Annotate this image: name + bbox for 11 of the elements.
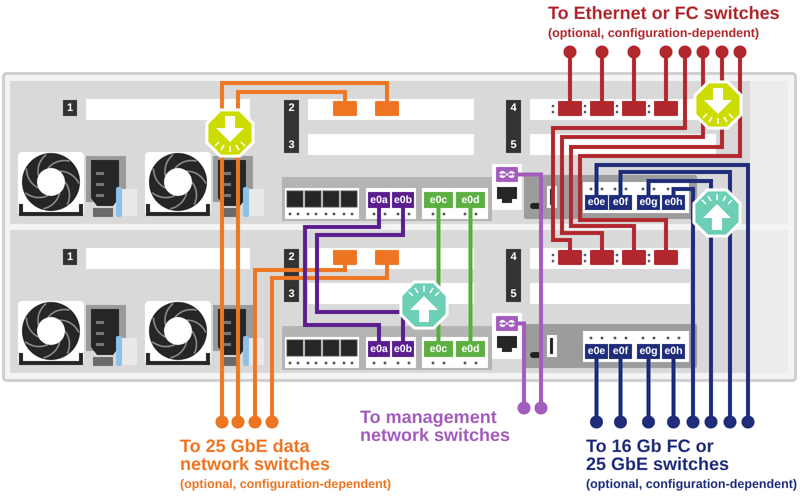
- caption-heading: To 25 GbE data network switches: [180, 437, 332, 473]
- caption-heading: To management network switches: [360, 408, 512, 444]
- caption-heading: To Ethernet or FC switches: [548, 4, 781, 22]
- cable: [614, 359, 627, 428]
- cable: [590, 359, 603, 428]
- caption-note: (optional, configuration-dependent): [180, 477, 392, 491]
- caption-note: (optional, configuration-dependent): [586, 477, 798, 491]
- caption-heading: To 16 Gb FC or 25 GbE switches: [586, 437, 730, 473]
- cable: [667, 359, 680, 428]
- caption-note: (optional, configuration-dependent): [548, 26, 760, 40]
- cable: [642, 359, 655, 428]
